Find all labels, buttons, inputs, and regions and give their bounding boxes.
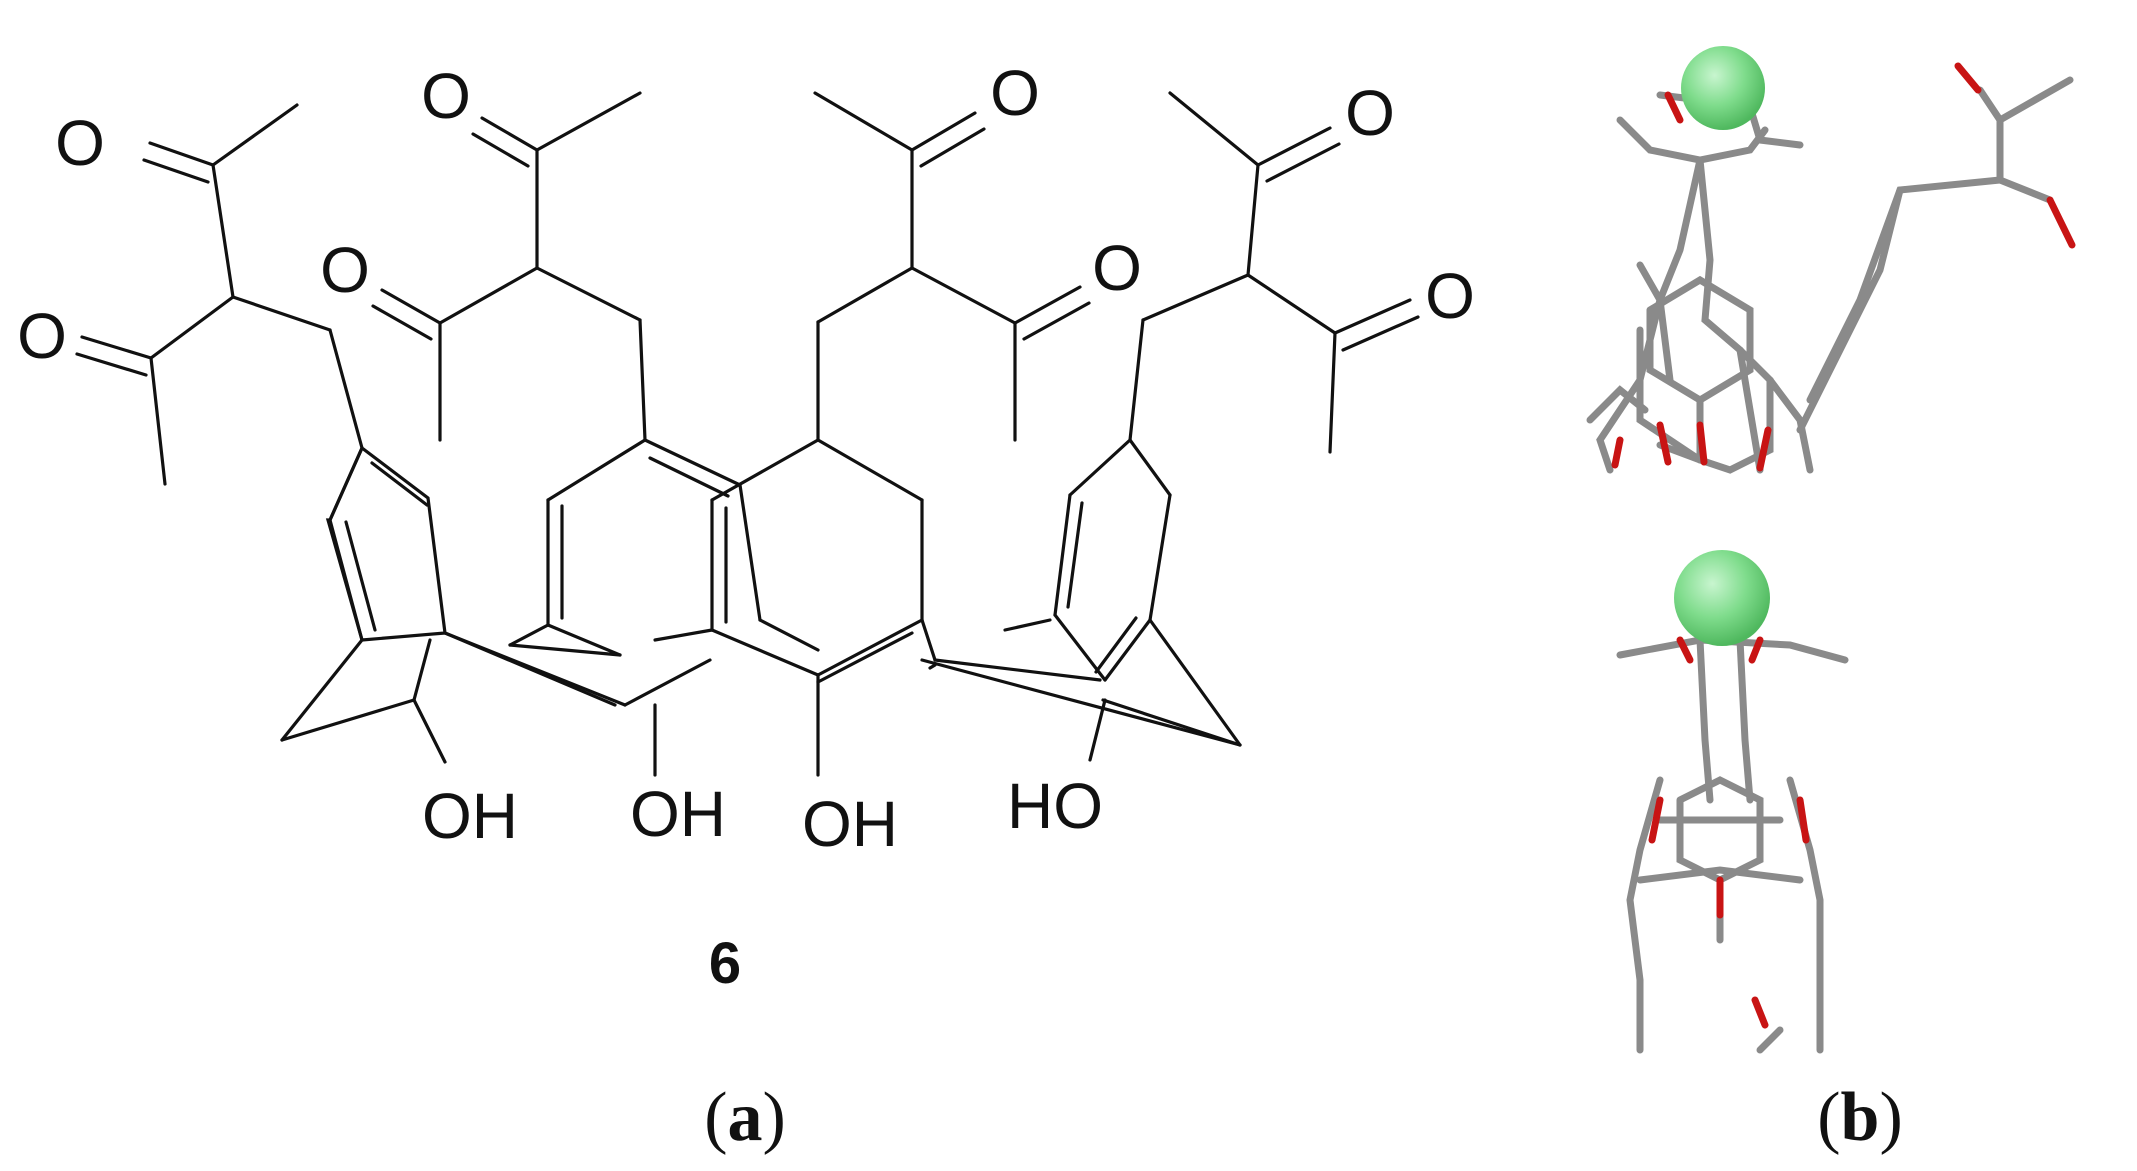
acetylacetone-arm-4 — [1128, 91, 1420, 454]
carbonyl-oxygen: O — [17, 300, 67, 372]
acetylacetone-arm-1 — [75, 103, 364, 486]
crystal-view-top — [1586, 46, 2076, 474]
carbonyl-oxygen: O — [320, 234, 370, 306]
carbonyl-oxygen: O — [1425, 260, 1475, 332]
carbonyl-oxygen: O — [1092, 232, 1142, 304]
hydroxyl-label: OH — [802, 788, 898, 860]
carbonyl-oxygen: O — [55, 107, 105, 179]
carbonyl-oxygen: O — [990, 57, 1040, 129]
methylene-bridges — [443, 618, 1242, 747]
metal-ion-sphere — [1674, 550, 1770, 646]
panel-a-structure: O O O O O O O O OH OH OH HO 6 — [17, 57, 1475, 996]
panel-a-caption: (a) — [704, 1079, 786, 1156]
acetylacetone-arm-3 — [813, 91, 1091, 442]
carbonyl-oxygen: O — [1345, 77, 1395, 149]
compound-number: 6 — [709, 931, 741, 996]
metal-ion-sphere — [1681, 46, 1765, 130]
hydroxyl-label: OH — [630, 778, 726, 850]
carbonyl-oxygen: O — [421, 60, 471, 132]
phenol-ring-4 — [928, 438, 1242, 762]
crystal-view-bottom — [1616, 550, 1849, 1054]
acetylacetone-arm-2 — [371, 91, 647, 442]
panel-b-caption: (b) — [1817, 1079, 1903, 1156]
hydroxyl-label: OH — [422, 780, 518, 852]
hydroxyl-label: HO — [1007, 770, 1103, 842]
phenol-ring-1 — [280, 445, 627, 764]
phenol-ring-2 — [508, 438, 762, 777]
phenol-ring-3 — [710, 438, 937, 777]
panel-b-crystal-views — [1586, 46, 2076, 1054]
